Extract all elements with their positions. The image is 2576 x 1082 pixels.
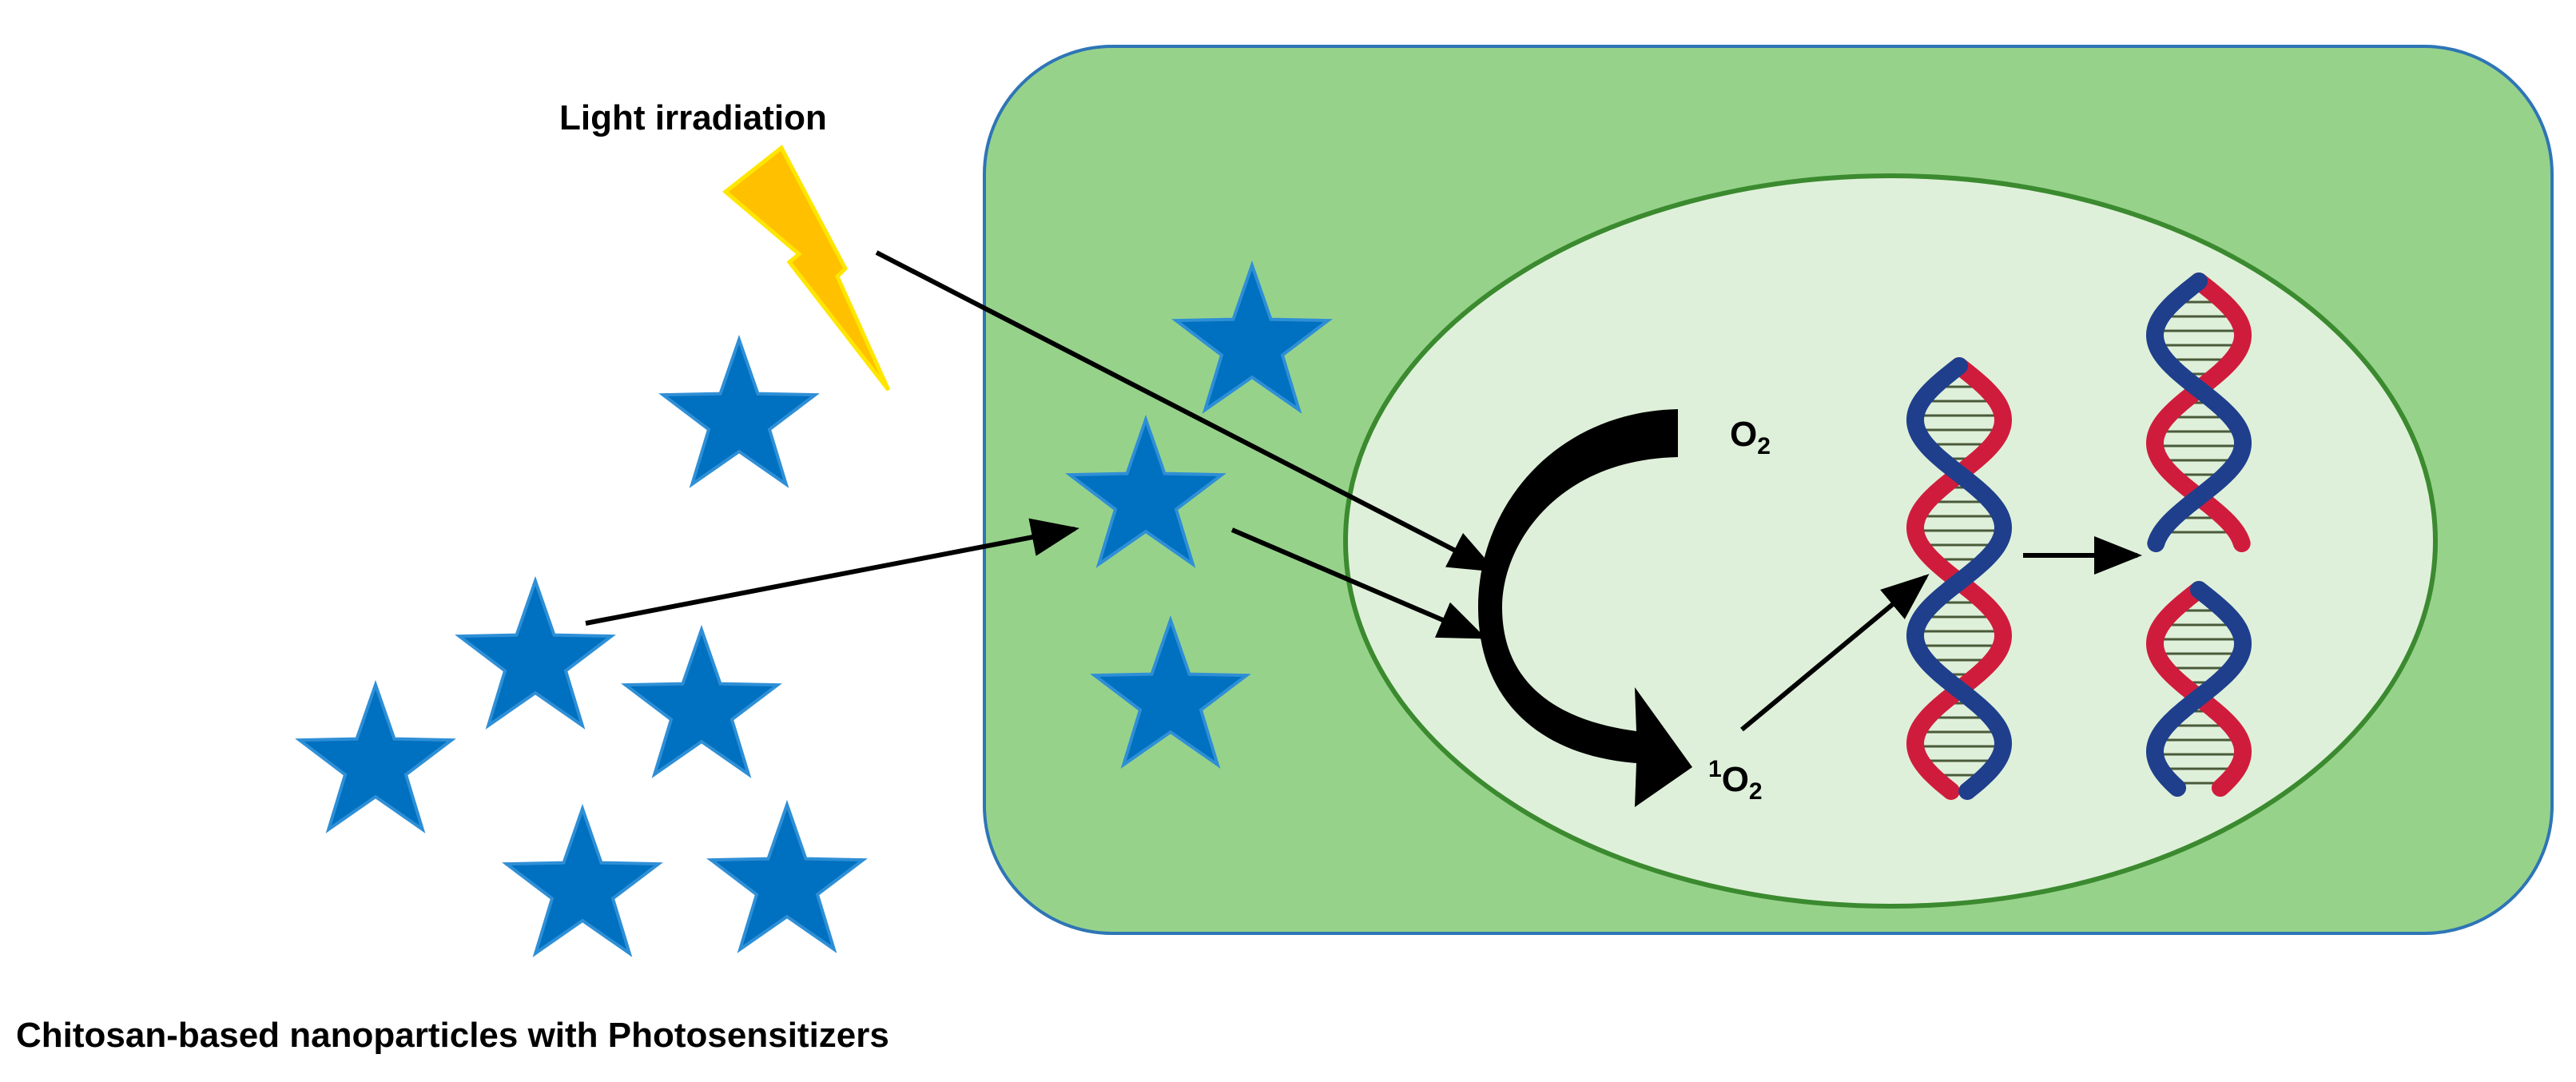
ros-to-dna-arrow bbox=[1740, 574, 1930, 732]
curved-arrow-icon bbox=[1478, 409, 1692, 807]
damaged-dna-upper-icon bbox=[2145, 272, 2252, 552]
dna-strand-blue bbox=[1906, 357, 2013, 800]
lightning-bolt-icon bbox=[722, 145, 891, 392]
nanoparticle-group-outside bbox=[297, 338, 865, 955]
star-icon bbox=[297, 683, 454, 831]
star-icon bbox=[709, 803, 865, 951]
photosensitizer-arrow bbox=[1230, 527, 1487, 639]
dna-strand-red bbox=[2146, 581, 2252, 797]
light-arrow bbox=[875, 250, 1497, 572]
star-icon bbox=[623, 628, 780, 776]
nanoparticle-caption: Chitosan-based nanoparticles with Photos… bbox=[16, 1016, 889, 1055]
uptake-arrow bbox=[585, 518, 1079, 626]
light-irradiation-label: Light irradiation bbox=[559, 98, 827, 137]
singlet-oxygen-label: 1O2 bbox=[1708, 756, 1763, 805]
star-icon bbox=[457, 579, 614, 727]
star-icon bbox=[504, 807, 661, 955]
star-icon bbox=[661, 338, 817, 486]
dna-double-helix-icon bbox=[1906, 357, 2013, 800]
oxygen-label: O2 bbox=[1730, 415, 1771, 459]
dna-strand-blue bbox=[2145, 272, 2252, 552]
dna-strand-blue bbox=[2146, 581, 2252, 797]
damaged-dna-lower-icon bbox=[2146, 581, 2252, 797]
